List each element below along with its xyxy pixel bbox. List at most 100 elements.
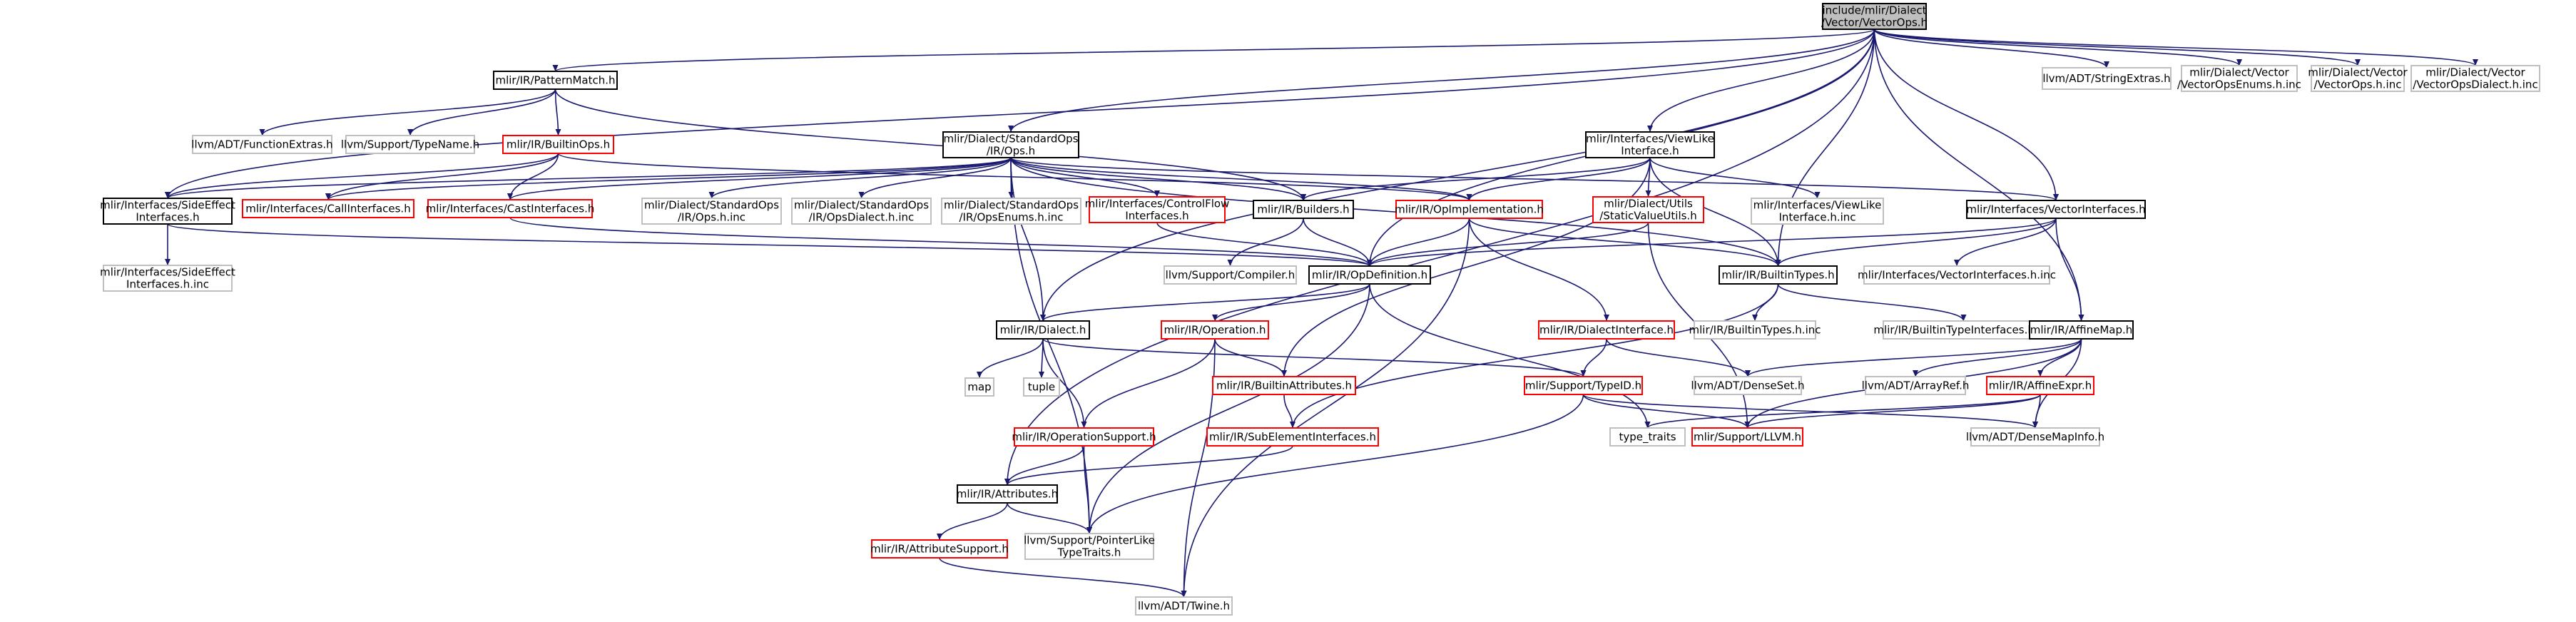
node-box [502, 135, 614, 154]
node-label: mlir/IR/PatternMatch.h [495, 74, 615, 87]
node-box [941, 198, 1081, 225]
node-vectoropsenums: mlir/Dialect/Vector/VectorOpsEnums.h.inc [2177, 65, 2301, 92]
node-stdops_inc: mlir/Dialect/StandardOps/IR/Ops.h.inc [641, 198, 782, 225]
node-opimplementation[interactable]: mlir/IR/OpImplementation.h [1395, 200, 1544, 219]
node-llvm[interactable]: mlir/Support/LLVM.h [1691, 427, 1803, 447]
edge-stdops-to-vectorinterfaces [1010, 157, 2059, 201]
edge-stdops-to-controlflow [1010, 157, 1160, 198]
node-typeid[interactable]: mlir/Support/TypeID.h [1524, 376, 1643, 395]
node-patternmatch[interactable]: mlir/IR/PatternMatch.h [493, 71, 618, 90]
node-affinemap[interactable]: mlir/IR/AffineMap.h [2029, 320, 2134, 340]
node-vectorinterfaces[interactable]: mlir/Interfaces/VectorInterfaces.h [1966, 200, 2146, 219]
dependency-edge [1468, 218, 1609, 322]
dependency-edge [1606, 338, 1751, 377]
node-box [1212, 376, 1356, 395]
dependency-edge [507, 157, 1012, 200]
node-label: Interfaces.h.inc [126, 278, 209, 291]
node-builtinattributes[interactable]: mlir/IR/BuiltinAttributes.h [1212, 376, 1356, 395]
node-box [1538, 320, 1675, 340]
node-dialect[interactable]: mlir/IR/Dialect.h [996, 320, 1090, 340]
dependency-edge [1004, 445, 1085, 486]
node-label: mlir/IR/BuiltinOps.h [506, 138, 610, 151]
node-attributes[interactable]: mlir/IR/Attributes.h [957, 484, 1058, 504]
node-box [791, 198, 932, 225]
dependency-edge [1004, 445, 1293, 486]
dependency-edge [1913, 338, 2082, 377]
node-affineexpr[interactable]: mlir/IR/AffineExpr.h [1986, 376, 2094, 395]
edge-stdops-to-pointerlike [1010, 157, 1092, 534]
node-label: llvm/ADT/DenseSet.h [1691, 379, 1804, 392]
edge-root-to-vectorops_inc [1873, 29, 2361, 66]
edge-builtinops-to-castinterfaces [507, 153, 559, 200]
edge-root-to-dialect [1040, 29, 1875, 322]
node-type_traits: type_traits [1609, 427, 1686, 447]
node-stdops[interactable]: mlir/Dialect/StandardOps/IR/Ops.h [942, 131, 1079, 158]
dependency-edge [1369, 283, 1651, 429]
edge-stdops-to-callinterfaces [325, 157, 1012, 200]
node-vectorinterfaces_inc: mlir/Interfaces/VectorInterfaces.h.inc [1858, 265, 2056, 285]
node-vectorops_inc: mlir/Dialect/Vector/VectorOps.h.inc [2308, 65, 2408, 92]
node-label: mlir/Dialect/StandardOps [944, 199, 1079, 212]
dependency-edge [1086, 394, 1584, 534]
node-box [2042, 67, 2172, 90]
dependency-edge [2055, 218, 2084, 322]
node-box [242, 199, 414, 218]
edge-opimplementation-to-dialectinterface [1468, 218, 1609, 322]
node-label: mlir/Interfaces/CallInterfaces.h [245, 203, 410, 215]
node-box [1822, 3, 1927, 30]
node-box [427, 199, 593, 218]
edge-opimplementation-to-opdefinition [1367, 218, 1470, 267]
edge-attributes-to-attributesupport [937, 502, 1008, 541]
node-root[interactable]: include/mlir/Dialect/Vector/VectorOps.h [1821, 3, 1928, 30]
dependency-edge [1010, 157, 1472, 201]
node-label: llvm/ADT/Twine.h [1138, 600, 1230, 613]
node-sideeffect_inc: mlir/Interfaces/SideEffectInterfaces.h.i… [100, 265, 235, 292]
node-callinterfaces[interactable]: mlir/Interfaces/CallInterfaces.h [242, 199, 414, 218]
node-label: /VectorOpsDialect.h.inc [2413, 78, 2537, 91]
dependency-edge [1004, 29, 1875, 486]
edge-builtinops-to-sideeffect [165, 153, 559, 199]
node-dialectinterface[interactable]: mlir/IR/DialectInterface.h [1538, 320, 1675, 340]
node-label: Interface.h.inc [1778, 211, 1855, 224]
node-operation[interactable]: mlir/IR/Operation.h [1161, 320, 1269, 340]
node-denseset: llvm/ADT/DenseSet.h [1691, 376, 1805, 395]
edge-affinemap-to-denseset [1745, 338, 2082, 377]
node-opdefinition[interactable]: mlir/IR/OpDefinition.h [1308, 265, 1431, 285]
dependency-edge [708, 157, 1012, 199]
node-label: /Vector/VectorOps.h [1821, 16, 1928, 29]
dependency-edge [1156, 222, 1373, 267]
node-subelement[interactable]: mlir/IR/SubElementInterfaces.h [1206, 427, 1379, 447]
node-box [1089, 196, 1226, 223]
dependency-edge [1649, 157, 1781, 267]
node-builders[interactable]: mlir/IR/Builders.h [1253, 200, 1354, 219]
node-builtinops[interactable]: mlir/IR/BuiltinOps.h [502, 135, 614, 154]
node-label: Interfaces.h [1125, 210, 1188, 223]
node-functionextras: llvm/ADT/FunctionExtras.h [191, 135, 333, 154]
node-label: type_traits [1619, 431, 1676, 444]
node-staticvalueutils[interactable]: mlir/Dialect/Utils/StaticValueUtils.h [1592, 196, 1704, 223]
dependency-nodes: include/mlir/Dialect/Vector/VectorOps.h m… [100, 3, 2540, 616]
node-box [2029, 320, 2134, 340]
dependency-edge [1010, 157, 1306, 201]
node-label: mlir/Interfaces/ControlFlow [1085, 198, 1230, 210]
edge-typeid-to-llvm [1582, 394, 1751, 429]
node-label: mlir/IR/BuiltinTypes.h [1721, 269, 1834, 282]
node-box [1694, 376, 1802, 395]
node-stdopsdialect_inc: mlir/Dialect/StandardOps/IR/OpsDialect.h… [791, 198, 932, 225]
edge-typeid-to-pointerlike [1086, 394, 1584, 534]
node-arrayref: llvm/ADT/ArrayRef.h [1862, 376, 1969, 395]
node-builtintypes[interactable]: mlir/IR/BuiltinTypes.h [1719, 265, 1838, 285]
dependency-edge [939, 557, 1187, 598]
dependency-edge [1214, 338, 1287, 377]
edge-opdefinition-to-dialect [1040, 283, 1370, 322]
node-attributesupport[interactable]: mlir/IR/AttributeSupport.h [870, 539, 1009, 559]
node-operationsupport[interactable]: mlir/IR/OperationSupport.h [1012, 427, 1156, 447]
node-castinterfaces[interactable]: mlir/Interfaces/CastInterfaces.h [426, 199, 595, 218]
dependency-edge [554, 88, 561, 136]
node-box [2181, 65, 2298, 92]
node-label: mlir/IR/AffineMap.h [2030, 324, 2133, 337]
edge-opdefinition-to-operation [1212, 283, 1370, 322]
